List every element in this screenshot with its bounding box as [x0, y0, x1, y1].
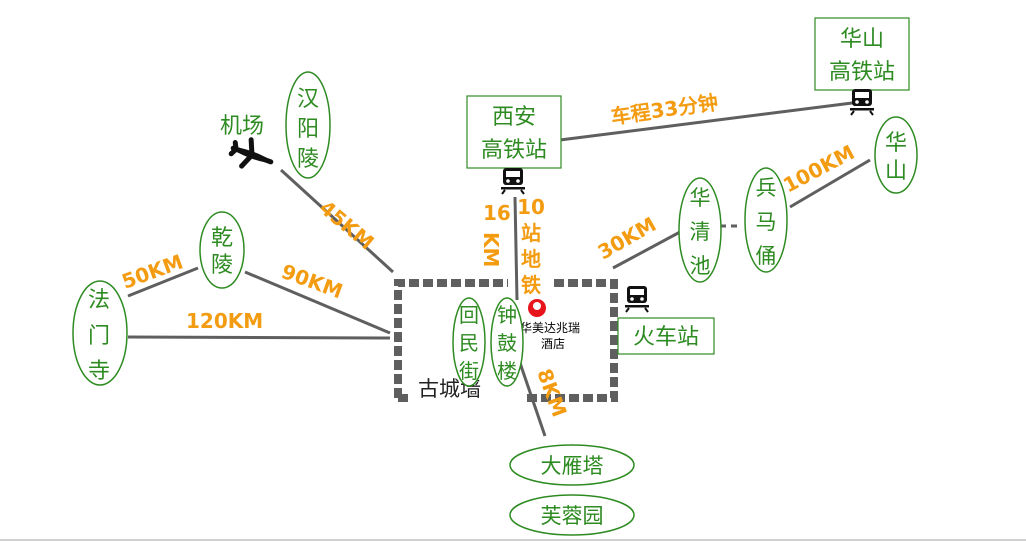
train-icon: [849, 88, 875, 116]
furongyuan-label: 芙蓉园: [541, 504, 604, 528]
huaqingchi-char-2: 清: [690, 220, 711, 244]
hanyangling-char-1: 汉: [297, 87, 319, 112]
airport-label[interactable]: 机场: [220, 114, 264, 139]
huashan-char-2: 山: [885, 159, 907, 184]
bingmayong-char-2: 马: [756, 210, 777, 234]
bingmayong-char-1: 兵: [756, 176, 777, 200]
qianling-char-1: 乾: [211, 226, 233, 251]
xian-hsr-box[interactable]: [466, 95, 562, 169]
road-hanyangling: [279, 168, 395, 274]
metro-char-4: 铁: [521, 273, 541, 297]
huashan-hsr-line-1: 华山: [840, 27, 884, 52]
huaqingchi-char-3: 池: [690, 254, 711, 278]
hanyangling-distance: 45KM: [315, 195, 379, 254]
road-huaqingchi: [612, 230, 681, 270]
train-icon: [624, 285, 650, 313]
hanyangling-oval[interactable]: [285, 71, 331, 179]
bell-drum-tower-oval[interactable]: [490, 297, 524, 387]
huashan-hsr-line-2: 高铁站: [829, 60, 895, 85]
xian-hsr-line-1: 西安: [492, 105, 536, 130]
train-icon: [500, 167, 526, 195]
bell-drum-tower-char-1: 钟: [497, 303, 517, 327]
qianling-oval[interactable]: [199, 211, 245, 289]
train-station-label: 火车站: [633, 325, 699, 350]
qianling-distance-right: 90KM: [278, 259, 346, 303]
huiminjie-char-2: 民: [459, 331, 479, 355]
dayanta-label: 大雁塔: [541, 454, 604, 478]
famensi-char-1: 法: [88, 288, 110, 313]
road-huashan: [789, 158, 871, 209]
famensi-char-2: 门: [88, 324, 110, 349]
hanyangling-char-2: 阳: [297, 117, 319, 142]
city-wall-west: [394, 279, 508, 398]
hanyangling-char-3: 陵: [297, 147, 319, 172]
hotel-name-line-1[interactable]: 华美达兆瑞: [520, 321, 580, 335]
bingmayong-oval[interactable]: [744, 167, 788, 273]
hotel-name-line-2[interactable]: 酒店: [541, 337, 565, 351]
metro-char-2: 站: [521, 221, 541, 245]
city-wall-east: [526, 279, 618, 402]
xian-hsr-line-2: 高铁站: [481, 138, 547, 163]
bell-drum-tower-char-2: 鼓: [497, 331, 517, 355]
huiminjie-char-3: 街: [459, 359, 479, 383]
famensi-oval[interactable]: [72, 280, 128, 386]
xian-hsr-distance-part-2: KM: [479, 232, 503, 267]
famensi-char-3: 寺: [88, 359, 110, 384]
road-famensi-qianling: [127, 266, 199, 298]
huaqingchi-oval[interactable]: [678, 177, 722, 283]
qianling-char-2: 陵: [211, 253, 233, 278]
huiminjie-char-1: 回: [459, 303, 479, 327]
dayanta-oval[interactable]: [509, 444, 635, 486]
train-station-box[interactable]: [617, 317, 715, 355]
huashan-oval[interactable]: [874, 116, 918, 194]
road-metro: [513, 196, 519, 301]
metro-char-3: 地: [521, 247, 541, 271]
bingmayong-char-3: 俑: [756, 244, 777, 268]
metro-char-1: 10: [517, 195, 545, 219]
road-qianling-city: [244, 270, 391, 335]
furongyuan-oval[interactable]: [509, 494, 635, 536]
huaqingchi-distance: 30KM: [594, 212, 661, 264]
famensi-distance: 120KM: [186, 309, 263, 333]
huaqingchi-char-1: 华: [690, 186, 711, 210]
xian-hsr-distance-part-1: 16: [483, 201, 511, 225]
airplane-icon: [228, 137, 274, 169]
road-famensi-city: [127, 335, 391, 340]
huiminjie-oval[interactable]: [452, 297, 486, 387]
huashan-char-1: 华: [885, 131, 907, 156]
road-hsr-link: [559, 100, 861, 142]
bell-drum-tower-char-3: 楼: [497, 359, 517, 383]
location-pin-icon: [528, 299, 546, 317]
